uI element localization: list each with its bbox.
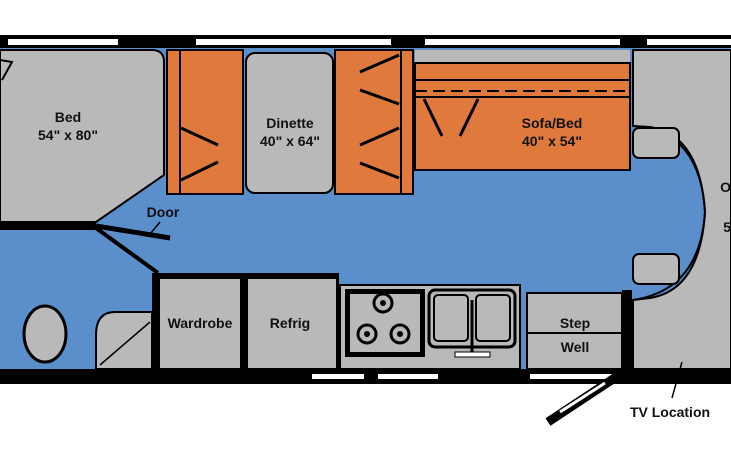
entry-door[interactable] [545,373,619,426]
dinette-label: Dinette [266,115,314,131]
bathroom [22,304,153,370]
bathroom-wall [0,222,96,230]
window [196,39,391,45]
tv-location-label: TV Location [630,404,710,420]
refrigerator [248,279,336,368]
bathroom-door[interactable] [94,226,160,275]
tv-pointer [671,361,683,399]
sofa-bed: Sofa/Bed 40" x 54" [414,50,631,171]
window [378,374,438,379]
well-label: Well [561,339,590,355]
window [647,39,731,45]
bed-size: 54" x 80" [38,127,98,143]
dinette-size: 40" x 64" [260,133,320,149]
door-label: Door [147,204,180,220]
interior-door[interactable] [95,223,171,241]
step-label: Step [560,315,590,331]
sofa-bed-size: 40" x 54" [522,133,582,149]
cab-overhead-label: O [720,179,731,195]
window [312,374,364,379]
door-pointer [149,221,161,235]
wardrobe [160,279,240,368]
step-well: Step Well [526,292,623,370]
sink-icon [95,311,153,370]
sofa-bed-label: Sofa/Bed [522,115,583,131]
window [530,374,612,379]
cab-area: O 5 [632,49,731,370]
cab-wall [622,290,632,370]
refrig-label: Refrig [270,315,310,331]
cab-overhead-size: 5 [723,219,731,235]
bed-label: Bed [55,109,81,125]
dinette: Dinette 40" x 64" [166,49,414,195]
window [425,39,620,45]
galley-counter [339,284,521,370]
window [8,39,118,45]
wardrobe-label: Wardrobe [168,315,233,331]
bed: Bed 54" x 80" [0,49,165,223]
bottom-wall [0,369,731,384]
toilet-icon [22,304,68,364]
